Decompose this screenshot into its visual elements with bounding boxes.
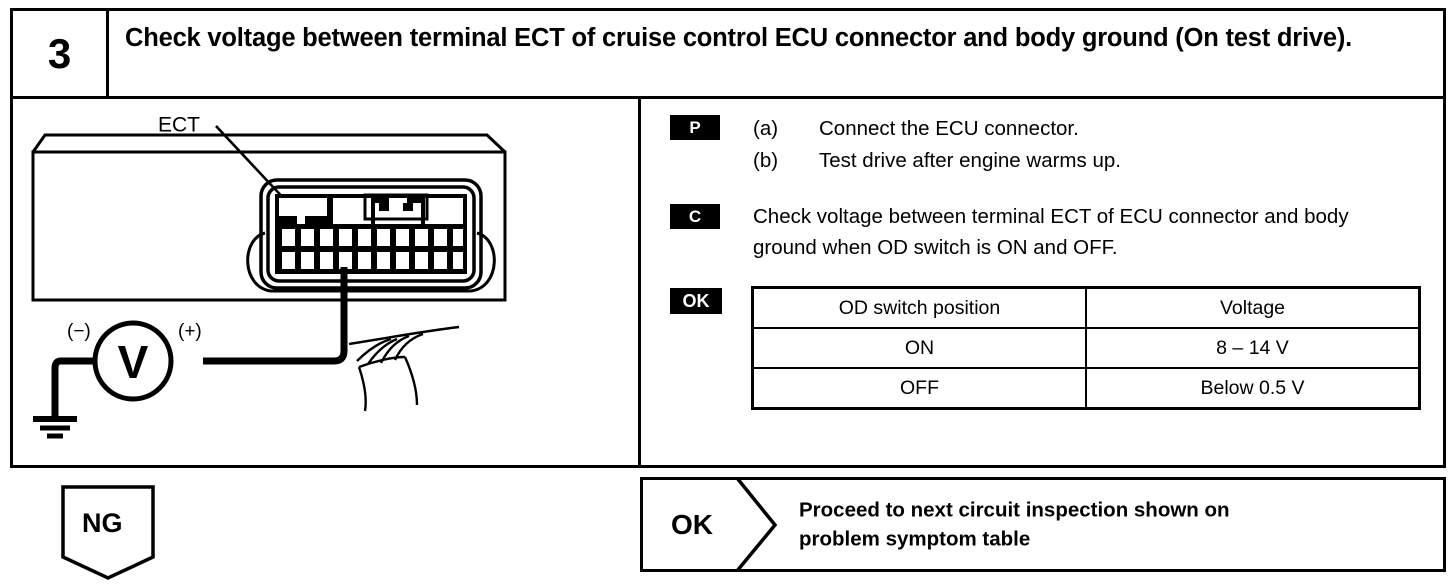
ng-label: NG: [82, 508, 123, 538]
instruction-ok: OK OD switch position Voltage ON 8 – 14 …: [670, 286, 1443, 411]
positive-polarity-label: (+): [178, 321, 202, 342]
cell-voltage-off: Below 0.5 V: [1085, 367, 1421, 410]
ok-outcome-label: OK: [671, 508, 713, 540]
connector-keyway: [363, 193, 429, 221]
step-header: 3 Check voltage between terminal ECT of …: [13, 11, 1443, 99]
cell-voltage-on: 8 – 14 V: [1085, 327, 1421, 370]
ecu-connector-diagram: ECT: [13, 99, 641, 468]
instructions-panel: P (a) Connect the ECU connector. (b) Tes…: [641, 99, 1443, 465]
wire-harness-bundle: [348, 325, 460, 412]
prepare-substeps: (a) Connect the ECU connector. (b) Test …: [753, 113, 1121, 177]
ng-banner-shape: [61, 485, 155, 580]
chevron-right-icon: [736, 480, 778, 569]
voltage-spec-table: OD switch position Voltage ON 8 – 14 V O…: [751, 286, 1421, 411]
substep-a-label: (a): [753, 117, 779, 140]
ecu-housing: [31, 133, 507, 302]
table-row: ON 8 – 14 V: [751, 327, 1421, 370]
check-text: Check voltage between terminal ECT of EC…: [753, 204, 1349, 260]
table-header-switch: OD switch position: [751, 286, 1087, 330]
diagram-svg: ECT: [31, 113, 507, 439]
cell-switch-off: OFF: [751, 367, 1087, 410]
step-number-cell: 3: [13, 11, 109, 96]
table-header-row: OD switch position Voltage: [751, 286, 1421, 330]
ok-badge: OK: [670, 288, 722, 315]
substep-b: (b) Test drive after engine warms up.: [753, 145, 1121, 177]
ground-symbol: [33, 416, 77, 439]
ng-outcome-marker: NG: [60, 485, 156, 580]
cell-switch-on: ON: [751, 327, 1087, 370]
connector-pin-holes: [282, 229, 463, 269]
ok-outcome-text: Proceed to next circuit inspection shown…: [799, 495, 1230, 554]
step-title: Check voltage between terminal ECT of cr…: [125, 24, 1353, 52]
diagram-panel: ECT: [13, 99, 641, 465]
voltmeter-symbol: V: [118, 336, 149, 388]
step-number: 3: [47, 29, 72, 77]
check-badge: C: [670, 203, 720, 229]
positive-test-lead: [203, 267, 348, 365]
table-row: OFF Below 0.5 V: [751, 367, 1421, 410]
substep-a: (a) Connect the ECU connector.: [753, 113, 1121, 145]
ok-outcome-text-line1: Proceed to next circuit inspection shown…: [799, 497, 1230, 521]
instruction-prepare: P (a) Connect the ECU connector. (b) Tes…: [670, 113, 1443, 177]
instruction-list: P (a) Connect the ECU connector. (b) Tes…: [641, 99, 1443, 411]
ect-terminal-label: ECT: [158, 113, 200, 136]
step-box: 3 Check voltage between terminal ECT of …: [10, 8, 1446, 468]
substep-a-text: Connect the ECU connector.: [819, 117, 1079, 140]
prepare-badge: P: [670, 115, 720, 140]
negative-test-lead: [51, 357, 95, 419]
negative-polarity-label: (−): [67, 321, 91, 342]
instruction-check: C Check voltage between terminal ECT of …: [670, 201, 1443, 265]
substep-b-label: (b): [753, 148, 779, 172]
ok-outcome-text-line2: problem symptom table: [799, 527, 1031, 551]
ok-outcome-box: OK Proceed to next circuit inspection sh…: [640, 477, 1446, 572]
connector-retainer: [246, 231, 496, 293]
table-header-voltage: Voltage: [1085, 286, 1421, 330]
substep-b-text: Test drive after engine warms up.: [819, 148, 1121, 172]
